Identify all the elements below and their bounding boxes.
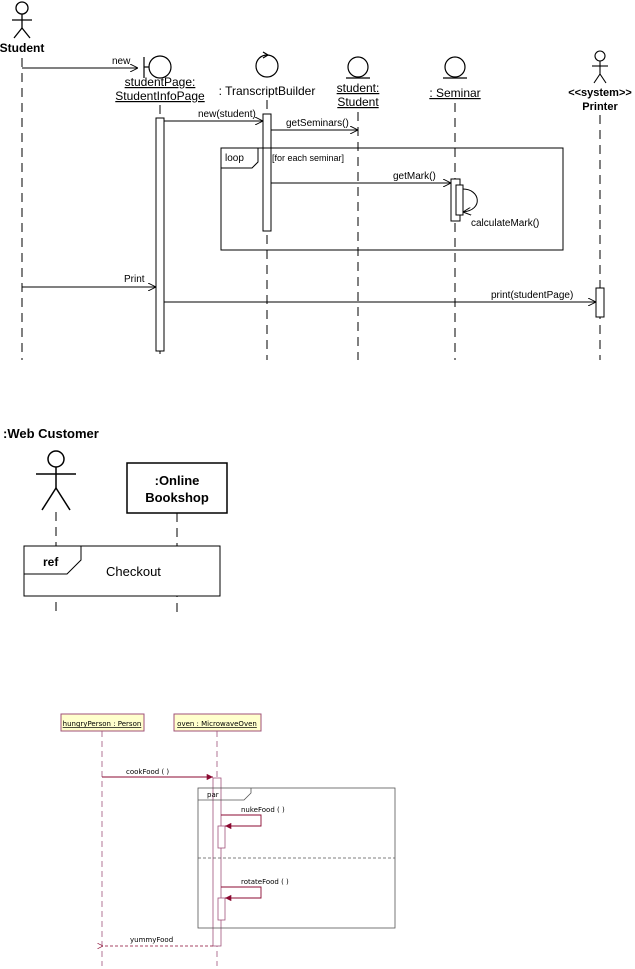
message-new-label: new bbox=[112, 56, 131, 67]
online-bookshop-box bbox=[126, 462, 228, 514]
ref-fragment-checkout: ref Checkout bbox=[23, 545, 221, 597]
entity-icon bbox=[346, 56, 370, 79]
control-icon bbox=[255, 51, 279, 78]
entity-icon bbox=[443, 56, 467, 79]
message-get-seminars: getSeminars() bbox=[271, 118, 358, 130]
lifeline-seminar: : Seminar bbox=[429, 56, 481, 360]
actor-student-label: Student bbox=[0, 41, 44, 55]
ref-name: Checkout bbox=[106, 564, 161, 579]
actor-student: Student bbox=[0, 1, 44, 360]
transcriptbuilder-label: : TranscriptBuilder bbox=[219, 84, 316, 98]
loop-guard: [for each seminar] bbox=[272, 153, 344, 163]
message-calculate-mark: calculateMark() bbox=[463, 188, 539, 229]
message-new-student-label: new(student) bbox=[198, 109, 256, 120]
studentpage-label-line1: studentPage: bbox=[125, 75, 196, 89]
message-new: new bbox=[22, 56, 138, 68]
message-get-mark: getMark() bbox=[271, 171, 451, 183]
message-cook-food-label: cookFood ( ) bbox=[126, 768, 169, 776]
seminar-label: : Seminar bbox=[429, 86, 480, 100]
message-yummy-food: yummyFood bbox=[103, 936, 213, 946]
lifeline-transcriptbuilder: : TranscriptBuilder bbox=[219, 51, 316, 360]
message-new-student: new(student) bbox=[164, 109, 263, 121]
stick-figure-icon bbox=[36, 450, 76, 511]
activation-printer bbox=[595, 287, 605, 318]
hungry-person-box bbox=[60, 713, 145, 732]
oven-box bbox=[173, 713, 262, 732]
sequence-diagram-microwave: hungryPerson : Person oven : MicrowaveOv… bbox=[60, 713, 396, 966]
student-entity-label-line2: Student bbox=[337, 95, 379, 109]
sequence-diagram-web-customer: :Web Customer :Online Bookshop ref Check… bbox=[3, 426, 228, 614]
message-nuke-food-label: nukeFood ( ) bbox=[241, 806, 285, 814]
lifeline-oven: oven : MicrowaveOven bbox=[173, 713, 262, 966]
loop-label: loop bbox=[225, 153, 244, 164]
message-calculate-mark-label: calculateMark() bbox=[471, 218, 539, 229]
printer-label: Printer bbox=[582, 101, 618, 113]
message-yummy-food-label: yummyFood bbox=[130, 936, 173, 944]
message-rotate-food: rotateFood ( ) bbox=[221, 878, 289, 902]
lifeline-printer: <<system>> Printer bbox=[568, 50, 632, 360]
studentpage-label-line2: StudentInfoPage bbox=[115, 89, 205, 103]
stick-figure-icon bbox=[12, 1, 32, 39]
activation-seminar-inner bbox=[455, 184, 464, 216]
par-label: par bbox=[207, 791, 219, 799]
activation-oven-nuke bbox=[217, 825, 226, 849]
web-customer-label: :Web Customer bbox=[3, 426, 99, 441]
activation-oven bbox=[212, 777, 222, 947]
online-bookshop-label-line1: :Online bbox=[155, 473, 200, 488]
message-print-student-page-label: print(studentPage) bbox=[491, 290, 573, 301]
lifeline-student-entity: student: Student bbox=[337, 56, 380, 360]
ref-label: ref bbox=[43, 555, 59, 569]
activation-transcriptbuilder bbox=[262, 113, 272, 232]
message-get-mark-label: getMark() bbox=[393, 171, 436, 182]
lifeline-hungry-person: hungryPerson : Person bbox=[60, 713, 145, 966]
student-entity-label-line1: student: bbox=[337, 81, 380, 95]
lifeline-studentpage: studentPage: StudentInfoPage bbox=[115, 55, 205, 360]
message-rotate-food-label: rotateFood ( ) bbox=[241, 878, 289, 886]
loop-fragment: loop [for each seminar] bbox=[220, 147, 564, 251]
printer-stereotype: <<system>> bbox=[568, 87, 632, 99]
activation-studentpage bbox=[155, 117, 165, 352]
message-cook-food: cookFood ( ) bbox=[102, 768, 213, 781]
boundary-icon bbox=[143, 55, 172, 79]
message-nuke-food: nukeFood ( ) bbox=[221, 806, 285, 830]
stick-figure-icon bbox=[592, 50, 608, 84]
message-print-label: Print bbox=[124, 274, 145, 285]
oven-label: oven : MicrowaveOven bbox=[177, 720, 257, 728]
hungry-person-label: hungryPerson : Person bbox=[63, 720, 142, 728]
message-get-seminars-label: getSeminars() bbox=[286, 118, 349, 129]
message-print: Print bbox=[22, 274, 156, 287]
message-print-student-page: print(studentPage) bbox=[164, 290, 596, 302]
online-bookshop-label-line2: Bookshop bbox=[145, 490, 209, 505]
sequence-diagram-student-transcript: Student studentPage: StudentInfoPage : T… bbox=[0, 1, 632, 360]
activation-oven-rotate bbox=[217, 897, 226, 921]
par-fragment: par bbox=[197, 787, 396, 929]
